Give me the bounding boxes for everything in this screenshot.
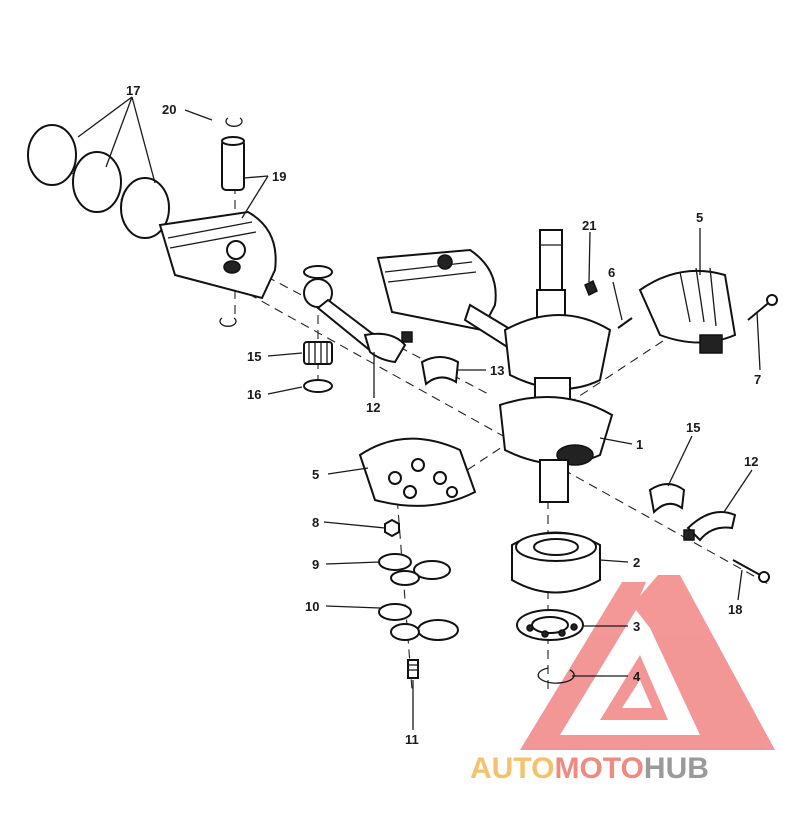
callout-8: 8 <box>312 515 319 530</box>
screw-upper <box>747 294 778 321</box>
ball-bearing <box>516 609 584 641</box>
reed-block-lower <box>358 437 477 507</box>
rod-bearing-half-right <box>648 483 686 515</box>
reed-petal-set-lower <box>378 603 459 641</box>
retaining-clip-lower <box>219 317 237 327</box>
leader-lines <box>77 96 761 730</box>
callout-5-upper: 5 <box>696 210 703 225</box>
wrist-pin <box>221 136 245 191</box>
logo-triangle-inner <box>600 655 668 720</box>
snap-ring <box>537 667 575 684</box>
callout-5-lower: 5 <box>312 467 319 482</box>
piston-right <box>376 248 522 352</box>
callout-18: 19 <box>272 169 286 184</box>
callout-20: 20 <box>162 102 176 117</box>
key <box>584 279 598 297</box>
piston-left <box>158 210 277 300</box>
callout-1: 1 <box>636 437 643 452</box>
watermark-moto: MOTO <box>554 752 643 785</box>
callout-16: 15 <box>247 349 261 364</box>
callout-15-right: 15 <box>686 420 700 435</box>
piston-ring <box>27 124 77 186</box>
piston-ring <box>120 177 170 239</box>
callout-13: 18 <box>728 602 742 617</box>
screw-lower-left <box>407 659 419 679</box>
callout-19: 17 <box>126 83 140 98</box>
rod-cap-right <box>683 511 737 542</box>
callout-12-right: 12 <box>744 454 758 469</box>
reed-block-upper <box>638 267 737 354</box>
callout-2: 2 <box>633 555 640 570</box>
rod-bearing-half-left <box>420 356 460 386</box>
connecting-rod-left <box>303 278 413 364</box>
piston-rings <box>27 124 170 239</box>
watermark-logo <box>520 575 775 750</box>
watermark-text: AUTOMOTOHUB <box>470 752 709 785</box>
dowel-pin <box>617 317 633 329</box>
crankshaft <box>498 229 614 503</box>
callout-3: 3 <box>633 619 640 634</box>
bearing-ring <box>511 531 601 594</box>
thrust-washer-lower <box>303 379 333 393</box>
watermark-hub: HUB <box>644 752 709 785</box>
retaining-clip <box>225 117 243 127</box>
needle-bearing <box>303 341 333 365</box>
callout-17: 16 <box>247 387 261 402</box>
callout-6: 6 <box>608 265 615 280</box>
callout-10: 10 <box>305 599 319 614</box>
piston-ring <box>72 151 122 213</box>
callout-9: 9 <box>312 557 319 572</box>
callout-labels: 17 20 19 21 5 6 7 15 16 13 12 1 15 12 5 … <box>126 83 761 747</box>
thrust-washer-upper <box>303 265 333 279</box>
callout-11: 11 <box>405 732 419 747</box>
callout-12-left: 12 <box>366 400 380 415</box>
logo-triangle-outer <box>520 575 775 750</box>
screw-lower-right <box>732 559 770 583</box>
reed-petal-set-upper <box>378 553 451 586</box>
watermark-auto: AUTO <box>470 752 554 785</box>
callout-15-left: 13 <box>490 363 504 378</box>
callout-21: 21 <box>582 218 596 233</box>
nut <box>384 518 400 538</box>
callout-7: 7 <box>754 372 761 387</box>
callout-4: 4 <box>633 669 641 684</box>
